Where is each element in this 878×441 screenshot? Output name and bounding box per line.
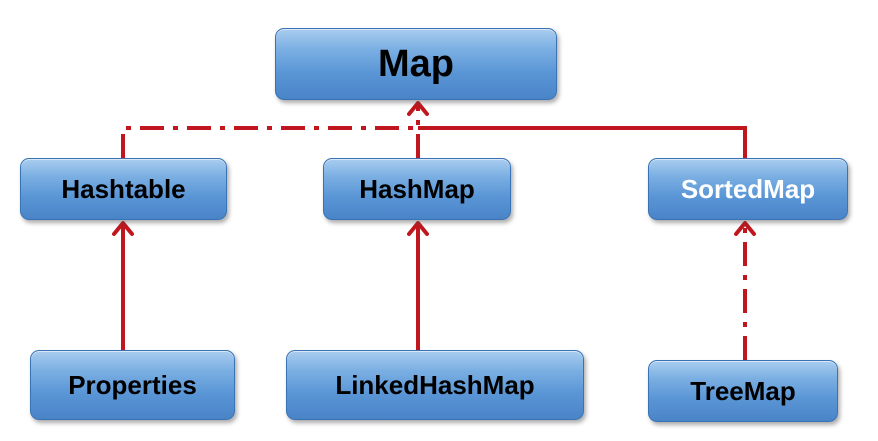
sortedmap-node-label: SortedMap: [680, 173, 816, 204]
arrowhead-hashtable: [112, 221, 134, 236]
edge-hashtable-to-map: [121, 126, 418, 158]
hashmap-node-label: HashMap: [359, 173, 475, 204]
properties-node-label: Properties: [68, 369, 197, 400]
map-node: Map: [275, 28, 557, 100]
arrowhead-hashmap: [407, 221, 429, 236]
hashtable-node: Hashtable: [20, 158, 227, 220]
treemap-node: TreeMap: [648, 360, 838, 422]
arrowhead-map: [407, 101, 429, 116]
linkedhashmap-node-label: LinkedHashMap: [335, 369, 535, 400]
arrowhead-sortedmap: [734, 221, 756, 236]
properties-node: Properties: [30, 350, 235, 420]
treemap-node-label: TreeMap: [690, 375, 796, 406]
sortedmap-node: SortedMap: [648, 158, 848, 220]
linkedhashmap-node: LinkedHashMap: [286, 350, 584, 420]
hashmap-node: HashMap: [323, 158, 511, 220]
hashtable-node-label: Hashtable: [61, 173, 186, 204]
map-node-label: Map: [378, 42, 454, 85]
edge-sortedmap-to-map: [418, 126, 747, 158]
